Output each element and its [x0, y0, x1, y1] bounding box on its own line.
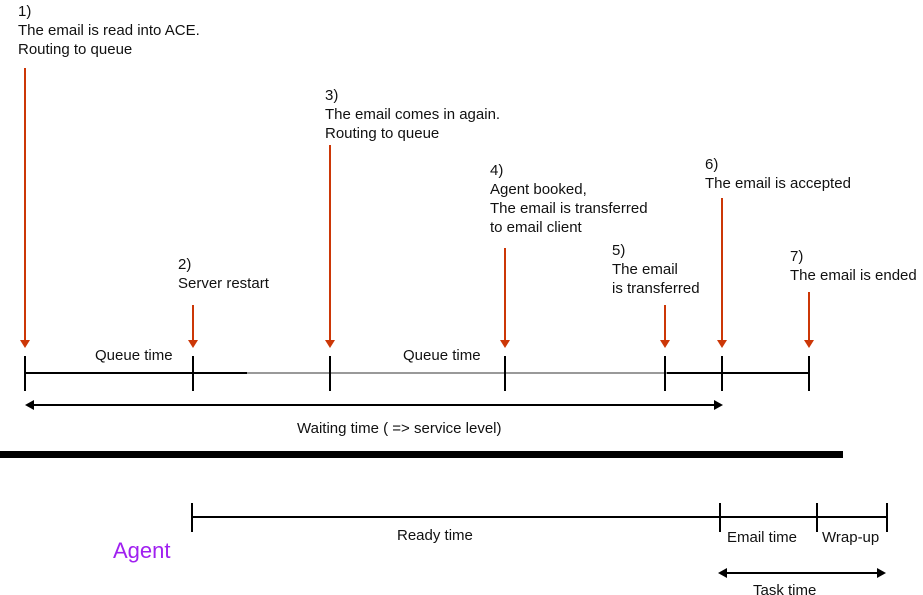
- event-note-6: 6) The email is accepted: [705, 156, 851, 192]
- event-down-arrow-5-icon: [660, 305, 670, 348]
- wrap-up-label: Wrap-up: [822, 529, 880, 546]
- event-note-3: 3) The email comes in again. Routing to …: [325, 87, 501, 142]
- event-down-arrow-4-icon: [500, 248, 510, 348]
- timeline-tick-7: [808, 356, 810, 391]
- event-note-5: 5) The email is transferred: [612, 242, 700, 297]
- event-down-arrow-6-icon: [717, 198, 727, 348]
- agent-label: Agent: [113, 538, 171, 563]
- timeline-tick-6: [721, 356, 723, 391]
- agent-tick-2: [719, 503, 721, 532]
- event-note-4: 4) Agent booked, The email is transferre…: [490, 162, 648, 236]
- ready-time-label: Ready time: [397, 527, 473, 544]
- timeline-gray-segment: [247, 372, 667, 374]
- queue-time-label-left: Queue time: [95, 347, 173, 364]
- separator-bar: [0, 451, 843, 458]
- agent-tick-3: [816, 503, 818, 532]
- event-note-1: 1) The email is read into ACE. Routing t…: [18, 3, 200, 58]
- timeline-tick-2: [192, 356, 194, 391]
- event-down-arrow-7-icon: [804, 292, 814, 348]
- agent-tick-1: [191, 503, 193, 532]
- task-time-arrow: [718, 568, 886, 578]
- waiting-time-label: Waiting time ( => service level): [297, 420, 502, 437]
- waiting-time-arrow: [25, 400, 723, 410]
- timeline-tick-4: [504, 356, 506, 391]
- event-note-2: 2) Server restart: [178, 256, 269, 292]
- event-down-arrow-3-icon: [325, 145, 335, 348]
- task-time-label: Task time: [753, 582, 817, 595]
- agent-tick-4: [886, 503, 888, 532]
- event-down-arrow-2-icon: [188, 305, 198, 348]
- timeline-tick-5: [664, 356, 666, 391]
- timeline-tick-3: [329, 356, 331, 391]
- timeline-tick-1: [24, 356, 26, 391]
- event-note-7: 7) The email is ended: [790, 248, 917, 284]
- agent-timeline-line: [192, 516, 887, 518]
- event-down-arrow-1-icon: [20, 68, 30, 348]
- email-time-label: Email time: [727, 529, 798, 546]
- queue-time-label-right: Queue time: [403, 347, 481, 364]
